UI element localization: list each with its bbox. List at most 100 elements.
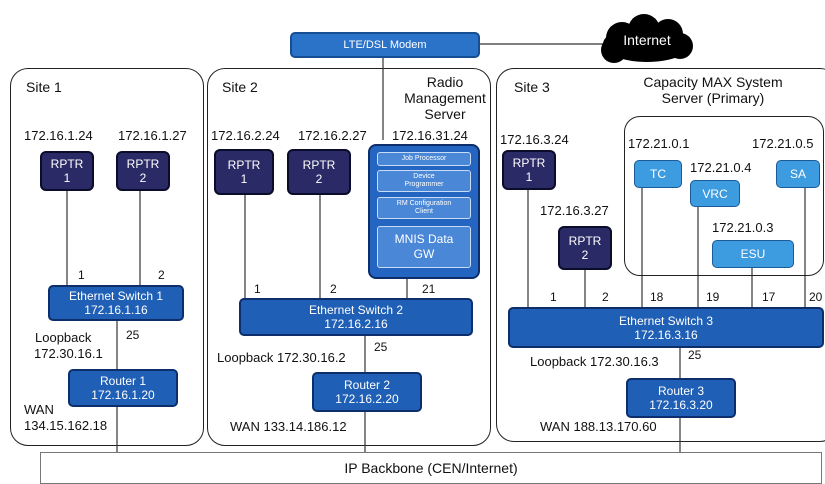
router-1: Router 1 172.16.1.20 (68, 369, 178, 407)
device-programmer-line2: Programmer (404, 181, 444, 188)
site3-port-18: 18 (650, 290, 664, 304)
switch-ip: 172.16.1.16 (84, 303, 148, 317)
ethernet-switch-3: Ethernet Switch 3 172.16.3.16 (508, 307, 824, 348)
rptr-number: 2 (315, 172, 323, 186)
site1-port-2: 2 (158, 268, 165, 282)
router-ip: 172.16.1.20 (91, 388, 155, 402)
rptr-number: 2 (139, 171, 147, 185)
mnis-data-gw: MNIS Data GW (377, 226, 471, 268)
rptr-number: 1 (525, 170, 533, 184)
rptr-number: 2 (581, 248, 589, 262)
rm-config-line1: RM Configuration (396, 200, 452, 207)
rptr-label: RPTR (512, 156, 546, 170)
lte-dsl-modem: LTE/DSL Modem (290, 32, 480, 58)
rms-ip: 172.16.31.24 (392, 128, 468, 143)
site2-port-1: 1 (254, 282, 261, 296)
site2-rptr2-ip: 172.16.2.27 (298, 128, 367, 143)
mnis-line2: GW (413, 247, 435, 261)
vrc-ip: 172.21.0.4 (690, 160, 752, 175)
esu-node: ESU (712, 240, 794, 268)
site3-rptr1-ip: 172.16.3.24 (500, 132, 569, 147)
switch-name: Ethernet Switch 3 (618, 313, 714, 328)
rptr-label: RPTR (126, 157, 160, 171)
site2-title: Site 2 (222, 79, 258, 95)
switch-name: Ethernet Switch 1 (68, 289, 164, 303)
site2-loopback: Loopback 172.30.16.2 (217, 350, 346, 365)
radio-management-server: Job Processor Device Programmer RM Confi… (368, 144, 480, 279)
site3-rptr2: RPTR 2 (558, 226, 612, 270)
router-name: Router 3 (657, 384, 705, 398)
site3-port-19: 19 (706, 290, 720, 304)
site3-port-20: 20 (809, 290, 823, 304)
cloud-icon (601, 14, 693, 63)
esu-label: ESU (740, 247, 766, 261)
ip-backbone-label: IP Backbone (CEN/Internet) (344, 460, 518, 476)
rptr-number: 1 (63, 171, 71, 185)
site3-loopback: Loopback 172.30.16.3 (530, 354, 659, 369)
rms-title-line3: Server (424, 106, 466, 122)
rptr-label: RPTR (227, 158, 261, 172)
job-processor-label: Job Processor (401, 155, 447, 162)
site3-port-25: 25 (688, 348, 702, 362)
router-ip: 172.16.2.20 (335, 392, 399, 406)
site1-rptr1-ip: 172.16.1.24 (24, 128, 93, 143)
site1-port-25: 25 (126, 328, 140, 342)
router-name: Router 1 (99, 374, 147, 388)
rms-title-line1: Radio (426, 74, 464, 90)
sa-label: SA (789, 167, 806, 181)
site1-wan-label: WAN (24, 402, 54, 417)
capacity-max-server-box (624, 116, 824, 276)
site2-port-25: 25 (374, 340, 388, 354)
rm-configuration-client: RM Configuration Client (377, 197, 471, 219)
site1-loopback-ip: 172.30.16.1 (34, 346, 103, 361)
internet-cloud: Internet (592, 12, 702, 70)
modem-label: LTE/DSL Modem (343, 39, 427, 51)
site3-port-17: 17 (762, 290, 776, 304)
device-programmer-line1: Device (413, 173, 435, 180)
site3-port-2: 2 (602, 290, 609, 304)
site2-rptr1: RPTR 1 (214, 149, 274, 195)
capacity-title-line2: Server (Primary) (661, 90, 765, 106)
capacity-title-line1: Capacity MAX System (643, 74, 783, 90)
site1-wan-ip: 134.15.162.18 (24, 418, 108, 433)
tc-ip: 172.21.0.1 (628, 136, 690, 151)
sa-node: SA (776, 160, 820, 188)
job-processor: Job Processor (377, 152, 471, 166)
mnis-line1: MNIS Data (394, 232, 454, 246)
site1-rptr2-ip: 172.16.1.27 (118, 128, 187, 143)
ethernet-switch-1: Ethernet Switch 1 172.16.1.16 (48, 285, 184, 321)
vrc-label: VRC (702, 186, 728, 201)
rms-title-line2: Management (404, 90, 486, 106)
capacity-title: Capacity MAX System Server (Primary) (618, 74, 808, 106)
rptr-label: RPTR (568, 234, 602, 248)
switch-name: Ethernet Switch 2 (308, 303, 404, 317)
esu-ip: 172.21.0.3 (712, 220, 774, 235)
rm-config-line2: Client (415, 208, 433, 215)
tc-node: TC (634, 160, 682, 188)
ip-backbone: IP Backbone (CEN/Internet) (40, 452, 822, 484)
router-2: Router 2 172.16.2.20 (312, 372, 422, 412)
site1-port-1: 1 (78, 268, 85, 282)
router-3: Router 3 172.16.3.20 (626, 378, 736, 418)
sa-ip: 172.21.0.5 (752, 136, 814, 151)
site1-loopback-label: Loopback (35, 330, 92, 345)
router-ip: 172.16.3.20 (649, 398, 713, 412)
vrc-node: VRC (690, 180, 740, 207)
ethernet-switch-2: Ethernet Switch 2 172.16.2.16 (239, 298, 473, 336)
router-name: Router 2 (343, 378, 391, 392)
rms-title: Radio Management Server (400, 74, 490, 122)
site1-rptr2: RPTR 2 (116, 151, 170, 191)
site2-port-2: 2 (330, 282, 337, 296)
switch-ip: 172.16.2.16 (324, 317, 388, 331)
rptr-label: RPTR (50, 157, 84, 171)
rptr-number: 1 (240, 172, 248, 186)
site2-port-21: 21 (422, 282, 436, 296)
internet-label: Internet (623, 32, 671, 48)
site3-rptr2-ip: 172.16.3.27 (540, 203, 609, 218)
switch-ip: 172.16.3.16 (634, 327, 698, 342)
site3-port-1: 1 (550, 290, 557, 304)
device-programmer: Device Programmer (377, 170, 471, 192)
site3-wan: WAN 188.13.170.60 (540, 419, 657, 434)
rptr-label: RPTR (302, 158, 336, 172)
